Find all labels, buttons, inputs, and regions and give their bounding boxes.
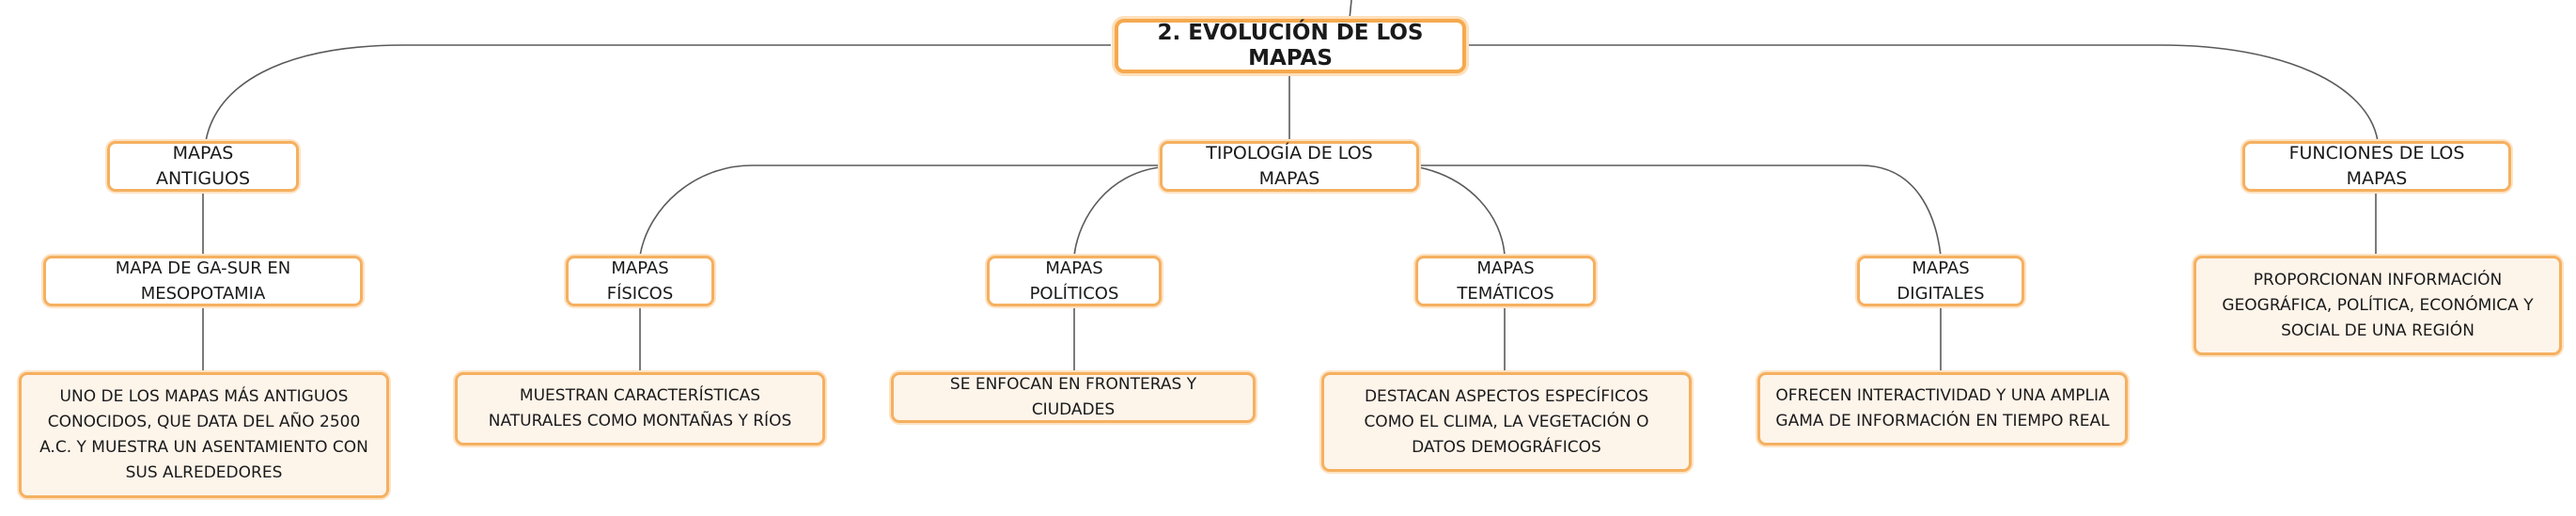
node-funciones[interactable]: FUNCIONES DE LOS MAPAS (2242, 141, 2511, 192)
connector-root-top (1349, 0, 1352, 20)
node-antiguos-detail[interactable]: UNO DE LOS MAPAS MÁS ANTIGUOS CONOCIDOS,… (19, 372, 389, 498)
connector-tipologia-tematicos (1418, 166, 1506, 257)
node-mapas-antiguos[interactable]: MAPAS ANTIGUOS (107, 141, 299, 192)
node-mapa-ga-sur[interactable]: MAPA DE GA-SUR EN MESOPOTAMIA (43, 256, 363, 306)
node-mapas-tematicos[interactable]: MAPAS TEMÁTICOS (1415, 256, 1596, 306)
node-digitales-detail[interactable]: OFRECEN INTERACTIVIDAD Y UNA AMPLIA GAMA… (1757, 372, 2128, 446)
connector-root-funciones (1468, 44, 2379, 142)
node-tipologia[interactable]: TIPOLOGÍA DE LOS MAPAS (1160, 141, 1419, 192)
connector-tipologia-politicos (1073, 166, 1161, 257)
node-mapas-politicos[interactable]: MAPAS POLÍTICOS (987, 256, 1162, 306)
node-funciones-detail[interactable]: PROPORCIONAN INFORMACIÓN GEOGRÁFICA, POL… (2194, 256, 2562, 355)
connector-root-antiguos (205, 44, 1111, 142)
node-politicos-detail[interactable]: SE ENFOCAN EN FRONTERAS Y CIUDADES (891, 372, 1256, 423)
connector-tipologia-digitales (1419, 164, 1942, 257)
node-tematicos-detail[interactable]: DESTACAN ASPECTOS ESPECÍFICOS COMO EL CL… (1321, 372, 1692, 472)
node-fisicos-detail[interactable]: MUESTRAN CARACTERÍSTICAS NATURALES COMO … (455, 372, 825, 446)
node-mapas-fisicos[interactable]: MAPAS FÍSICOS (566, 256, 714, 306)
root-node[interactable]: 2. EVOLUCIÓN DE LOS MAPAS (1115, 19, 1466, 73)
node-mapas-digitales[interactable]: MAPAS DIGITALES (1857, 256, 2024, 306)
connector-tipologia-fisicos (639, 164, 1160, 257)
